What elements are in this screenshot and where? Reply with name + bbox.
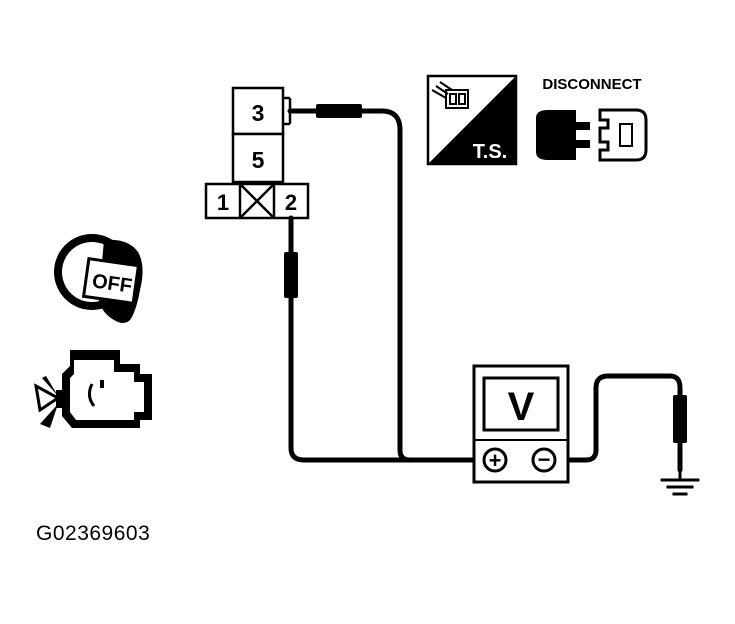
disconnect-label: DISCONNECT (542, 76, 641, 93)
positive-sign: + (489, 448, 502, 473)
negative-terminal (531, 447, 557, 473)
figure-id: G02369603 (36, 522, 151, 545)
negative-sign: − (538, 447, 551, 472)
voltmeter (472, 364, 570, 484)
probe-ground (673, 395, 687, 443)
voltmeter-label: V (508, 385, 535, 429)
ignition-key-icon (54, 234, 143, 323)
pin-1-label: 1 (217, 190, 229, 215)
test-symbol-icon (426, 74, 518, 166)
ground-icon (660, 468, 700, 496)
pin-2-label: 2 (285, 190, 297, 215)
test-symbol-label: T.S. (473, 141, 507, 163)
disconnect-icon (536, 108, 648, 162)
connector (204, 86, 310, 220)
voltmeter-display (482, 376, 560, 432)
probe-pin3 (316, 104, 362, 118)
probes (284, 104, 687, 443)
pin-3-label: 3 (252, 100, 265, 126)
wire-ground (555, 373, 683, 473)
wire-pin2 (288, 215, 413, 463)
connector-cell-5 (231, 132, 285, 184)
wires (287, 108, 683, 473)
positive-terminal (482, 447, 508, 473)
pin-5-label: 5 (252, 147, 265, 173)
engine-icon (34, 350, 152, 428)
probe-pin2 (284, 252, 298, 298)
